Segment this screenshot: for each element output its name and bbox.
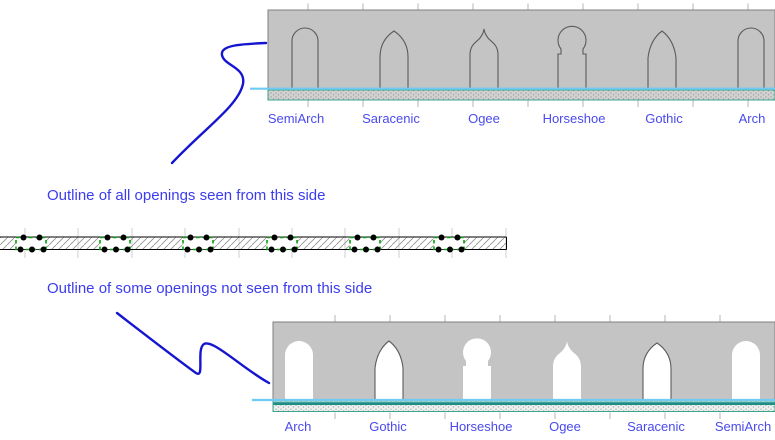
wall-lines[interactable] <box>0 236 507 250</box>
opening-white-arch[interactable] <box>285 341 313 400</box>
back-label-saracenic[interactable]: Saracenic <box>627 419 685 434</box>
front-annotation-text[interactable]: Outline of all openings seen from this s… <box>47 187 326 204</box>
plan-opening[interactable] <box>349 234 381 253</box>
opening-white-horseshoe[interactable] <box>463 338 492 400</box>
grips[interactable] <box>268 234 298 253</box>
leader-to-back-elevation[interactable] <box>115 311 271 385</box>
opening-outlined-gothic[interactable] <box>374 340 404 400</box>
plan-opening[interactable] <box>433 234 465 253</box>
back-label-semiarch[interactable]: SemiArch <box>714 419 772 434</box>
wall-hatch[interactable] <box>0 237 507 250</box>
grips[interactable] <box>101 234 131 253</box>
back-label-ogee[interactable]: Ogee <box>549 419 581 434</box>
front-elevation-panel[interactable] <box>250 9 775 101</box>
plan-opening[interactable] <box>15 234 47 253</box>
back-elevation-panel[interactable] <box>252 321 775 412</box>
grips[interactable] <box>435 234 465 253</box>
plan-openings[interactable] <box>15 234 465 253</box>
opening-white-ogee[interactable] <box>553 341 581 400</box>
back-annotation-text[interactable]: Outline of some openings not seen from t… <box>47 280 373 297</box>
arch-outline-arch[interactable] <box>737 27 765 89</box>
back-wall-face[interactable] <box>272 321 775 400</box>
opening-white-semiarch[interactable] <box>732 341 760 400</box>
grips[interactable] <box>351 234 381 253</box>
front-label-semiarch[interactable]: SemiArch <box>267 111 325 126</box>
opening-outlined-saracenic[interactable] <box>642 342 672 400</box>
front-label-horseshoe[interactable]: Horseshoe <box>542 111 606 126</box>
plan-opening[interactable] <box>99 234 131 253</box>
arch-outline-saracenic[interactable] <box>379 30 409 89</box>
grips[interactable] <box>184 234 214 253</box>
front-label-saracenic[interactable]: Saracenic <box>362 111 420 126</box>
back-sill-stripe <box>273 402 775 405</box>
back-label-arch[interactable]: Arch <box>284 419 312 434</box>
grips[interactable] <box>17 234 47 253</box>
grid-ticks-top-panel <box>307 3 749 107</box>
back-label-horseshoe[interactable]: Horseshoe <box>449 419 513 434</box>
plan-opening[interactable] <box>266 234 298 253</box>
arch-outline-horseshoe[interactable] <box>557 25 587 89</box>
back-label-gothic[interactable]: Gothic <box>369 419 407 434</box>
front-label-arch[interactable]: Arch <box>738 111 766 126</box>
front-label-ogee[interactable]: Ogee <box>468 111 500 126</box>
front-label-gothic[interactable]: Gothic <box>645 111 683 126</box>
plan-opening[interactable] <box>182 234 214 253</box>
plan-wall[interactable] <box>0 234 507 253</box>
front-wall-face[interactable] <box>267 9 775 89</box>
arch-outline-gothic[interactable] <box>647 30 677 89</box>
front-sill-band <box>267 89 775 101</box>
arch-outline-semiarch[interactable] <box>291 27 319 89</box>
leader-to-front-elevation[interactable] <box>170 41 268 165</box>
grid-ticks-bottom-panel <box>334 315 721 419</box>
arch-outline-ogee[interactable] <box>469 28 499 89</box>
